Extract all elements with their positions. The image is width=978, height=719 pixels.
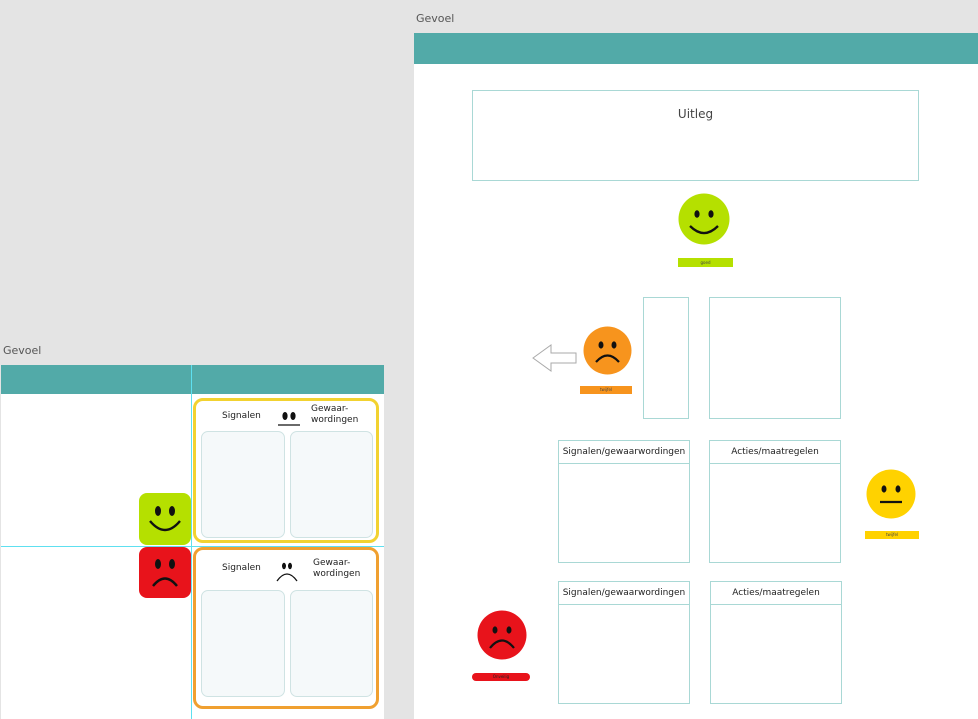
sad-face-icon[interactable] bbox=[477, 610, 527, 660]
gewaarwordingen-area[interactable] bbox=[290, 431, 373, 538]
acties-header: Acties/maatregelen bbox=[710, 441, 840, 464]
header-bar bbox=[1, 365, 384, 394]
signalen-area[interactable] bbox=[201, 431, 285, 538]
artboard-right: Uitleg goed twijfel Signalen/gewaarwordi… bbox=[414, 33, 978, 719]
happy-face-icon bbox=[149, 506, 181, 532]
artboard-left: Signalen Gewaar- wordingen Signalen bbox=[1, 365, 384, 719]
gewaarwordingen-label: Gewaar- wordingen bbox=[313, 558, 361, 579]
sad-face-icon bbox=[152, 559, 178, 587]
orange-caption: twijfel bbox=[580, 386, 632, 394]
gewaarwordingen-area[interactable] bbox=[290, 590, 373, 697]
signalen-area[interactable] bbox=[201, 590, 285, 697]
signalen-header: Signalen/gewaarwordingen bbox=[559, 582, 689, 605]
narrow-box[interactable] bbox=[643, 297, 689, 419]
red-caption: Onveilig bbox=[472, 673, 530, 681]
happy-face-icon[interactable] bbox=[678, 193, 730, 245]
gewaarwordingen-label: Gewaar- wordingen bbox=[311, 404, 359, 425]
signalen-box-2[interactable]: Signalen/gewaarwordingen bbox=[558, 581, 690, 704]
green-caption: goed bbox=[678, 258, 733, 267]
uitleg-box[interactable]: Uitleg bbox=[472, 90, 919, 181]
guide-horizontal bbox=[1, 546, 384, 547]
arrow-left-icon[interactable] bbox=[532, 344, 578, 372]
red-sad-tile[interactable] bbox=[139, 547, 191, 598]
signalen-label: Signalen bbox=[222, 563, 261, 573]
signalen-label: Signalen bbox=[222, 411, 261, 421]
green-smiley-tile[interactable] bbox=[139, 493, 191, 545]
neutral-face-icon[interactable] bbox=[866, 469, 916, 519]
uitleg-label: Uitleg bbox=[677, 107, 714, 121]
yellow-caption: twijfel bbox=[865, 531, 919, 539]
artboard-label-right[interactable]: Gevoel bbox=[416, 12, 455, 25]
orange-card[interactable]: Signalen Gewaar- wordingen bbox=[193, 547, 379, 709]
square-box[interactable] bbox=[709, 297, 841, 419]
sad-face-icon[interactable] bbox=[583, 326, 632, 375]
guide-vertical bbox=[191, 365, 192, 719]
acties-box-1[interactable]: Acties/maatregelen bbox=[709, 440, 841, 563]
yellow-card[interactable]: Signalen Gewaar- wordingen bbox=[193, 398, 379, 543]
signalen-header: Signalen/gewaarwordingen bbox=[559, 441, 689, 464]
acties-header: Acties/maatregelen bbox=[711, 582, 841, 605]
artboard-label-left[interactable]: Gevoel bbox=[3, 344, 42, 357]
sad-face-small-icon bbox=[276, 562, 298, 582]
header-bar bbox=[414, 33, 978, 64]
neutral-eyes-icon bbox=[278, 412, 300, 426]
signalen-box-1[interactable]: Signalen/gewaarwordingen bbox=[558, 440, 690, 563]
acties-box-2[interactable]: Acties/maatregelen bbox=[710, 581, 842, 704]
